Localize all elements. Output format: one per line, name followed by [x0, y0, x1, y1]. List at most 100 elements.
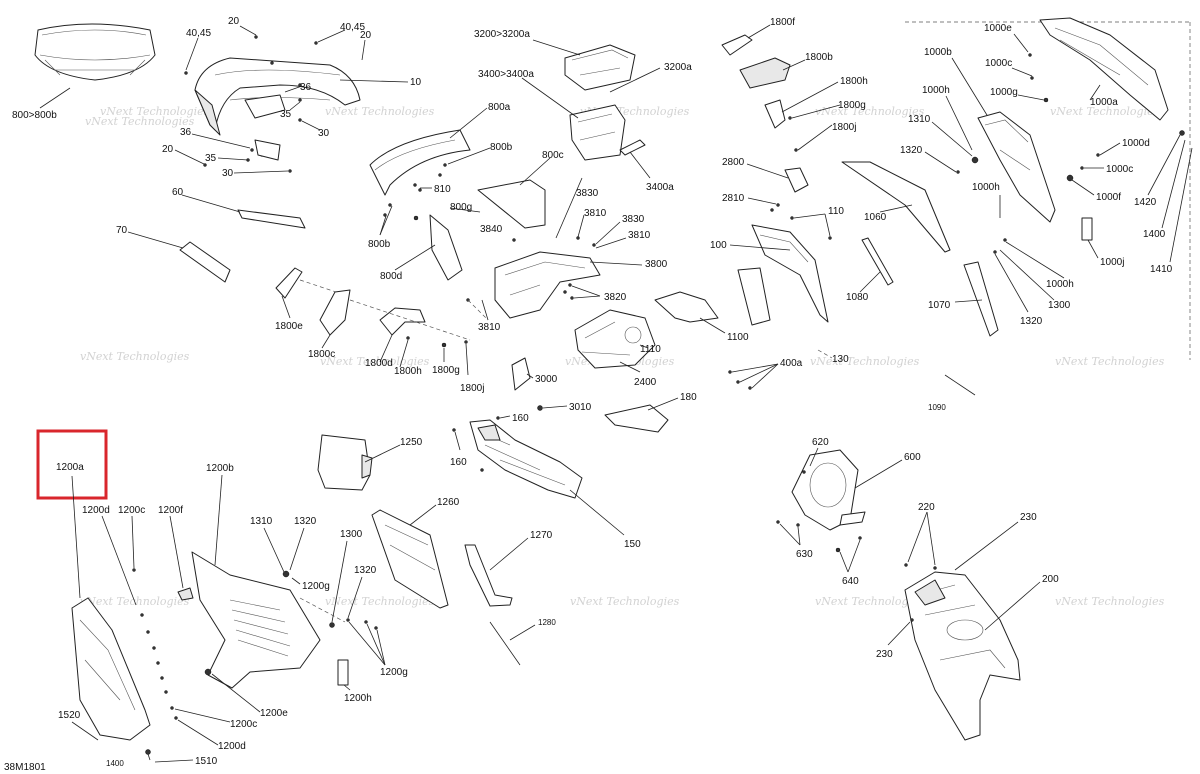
watermark: vNext Technologies [810, 355, 920, 368]
label-640: 640 [842, 576, 859, 587]
label-1000j: 1000j [1100, 257, 1124, 268]
label-400a: 400a [780, 358, 803, 369]
watermark: vNext Technologies [325, 595, 435, 608]
label-1200c: 1200c [118, 505, 145, 516]
label-3820: 3820 [604, 292, 627, 303]
label-1200d: 1200d [218, 741, 246, 752]
label-1000e: 1000e [984, 23, 1012, 34]
label-1400: 1400 [106, 759, 124, 768]
label-1000f: 1000f [1096, 192, 1121, 203]
label-1000h: 1000h [922, 85, 950, 96]
label-1110: 1110 [640, 344, 661, 355]
watermark: vNext Technologies [85, 115, 195, 128]
label-1000h: 1000h [972, 182, 1000, 193]
label-800c: 800c [542, 150, 564, 161]
front-upper-panel: 40,45 20 40,45 20 10 36 35 30 [184, 16, 422, 139]
label-220: 220 [918, 502, 935, 513]
label-1200h: 1200h [344, 693, 372, 704]
label-1080: 1080 [846, 292, 869, 303]
gauge-module-1800b: 1800f 1800b 1800h 1800g 1800j [721, 17, 868, 152]
hood-hardware: 400a 130 1090 [728, 349, 976, 412]
label-130: 130 [832, 354, 849, 365]
watermark: vNext Technologies [100, 105, 210, 118]
label-40-45: 40,45 [340, 22, 365, 33]
label-1000b: 1000b [924, 47, 952, 58]
label-1200d: 1200d [82, 505, 110, 516]
label-1800g: 1800g [432, 365, 460, 376]
label-1800c: 1800c [308, 349, 335, 360]
label-40-45: 40,45 [186, 28, 211, 39]
label-1200g: 1200g [380, 667, 408, 678]
label-1800h: 1800h [394, 366, 422, 377]
long-panel-1060: 1060 1080 [841, 161, 951, 303]
console-bezel-600: 620 600 630 640 [776, 437, 921, 587]
label-3830: 3830 [576, 188, 599, 199]
label-1320: 1320 [900, 145, 923, 156]
label-30: 30 [318, 128, 330, 139]
label-3400-3400a: 3400>3400a [478, 69, 534, 80]
label-20: 20 [360, 30, 372, 41]
label-35: 35 [205, 153, 217, 164]
label-160: 160 [512, 413, 529, 424]
label-3800: 3800 [645, 259, 668, 270]
watermark: vNext Technologies [1055, 355, 1165, 368]
label-1400: 1400 [1143, 229, 1166, 240]
label-3810: 3810 [478, 322, 501, 333]
label-1000c: 1000c [985, 58, 1012, 69]
front-hardware: 36 20 35 30 [162, 127, 292, 179]
screw-column [140, 613, 168, 694]
lower-side-panel-1200b: 1200b 1200e 1310 1320 1200g [191, 463, 346, 719]
label-1800f: 1800f [770, 17, 795, 28]
label-800b: 800b [368, 239, 391, 250]
label-800a: 800a [488, 102, 511, 113]
label-1280: 1280 [538, 618, 556, 627]
label-36: 36 [180, 127, 192, 138]
label-1320: 1320 [354, 565, 377, 576]
center-console-3800: 3830 3810 3830 3840 3810 3800 3820 3810 [466, 177, 668, 333]
glovebox-lid-1100: 1100 1110 2400 [574, 267, 771, 388]
rear-console-200: 220 230 200 230 [876, 502, 1059, 741]
label-1200b: 1200b [206, 463, 234, 474]
label-1000c: 1000c [1106, 164, 1133, 175]
watermark: vNext Technologies [570, 595, 680, 608]
label-1200g: 1200g [302, 581, 330, 592]
label-20: 20 [162, 144, 174, 155]
label-3010: 3010 [569, 402, 592, 413]
label-1310: 1310 [250, 516, 273, 527]
label-800-800b: 800>800b [12, 110, 57, 121]
label-1200e: 1200e [260, 708, 288, 719]
label-60: 60 [172, 187, 184, 198]
label-2810: 2810 [722, 193, 745, 204]
label-1320: 1320 [294, 516, 317, 527]
label-35: 35 [280, 109, 292, 120]
label-1000g: 1000g [990, 87, 1018, 98]
label-800d: 800d [380, 271, 402, 282]
trim-strips: 60 70 [116, 187, 306, 283]
label-2400: 2400 [634, 377, 657, 388]
label-620: 620 [812, 437, 829, 448]
label-3840: 3840 [480, 224, 503, 235]
gauge-cluster-1800: 1800e 1800c 1800d 1800h 1800g 1800j [275, 267, 484, 394]
label-1800e: 1800e [275, 321, 303, 332]
label-3200a: 3200a [664, 62, 692, 73]
label-1800g: 1800g [838, 100, 866, 111]
diagram-code: 38M1801 [4, 762, 46, 773]
left-panel-1200: 1200a 1200d 1200c 1200f 1520 1400 1510 1… [36, 429, 257, 768]
highlight-box [36, 429, 108, 500]
label-1410: 1410 [1150, 264, 1173, 275]
panel-fasteners: 1300 1320 1200g 1200h [329, 529, 408, 704]
label-230: 230 [876, 649, 893, 660]
label-1200a: 1200a [56, 462, 84, 473]
side-panel-100: 2800 2810 110 100 [710, 157, 844, 323]
watermark: vNext Technologies [325, 105, 435, 118]
label-1000d: 1000d [1122, 138, 1150, 149]
label-30: 30 [222, 168, 234, 179]
label-1420: 1420 [1134, 197, 1157, 208]
dash-cover-800a: 800a 800b 800c 810 800g 800b 800d [368, 102, 564, 282]
label-70: 70 [116, 225, 128, 236]
label-36: 36 [300, 82, 312, 93]
watermark: vNext Technologies [80, 350, 190, 363]
windshield: 800>800b [12, 23, 156, 121]
label-3200-3200a: 3200>3200a [474, 29, 530, 40]
label-3400a: 3400a [646, 182, 674, 193]
